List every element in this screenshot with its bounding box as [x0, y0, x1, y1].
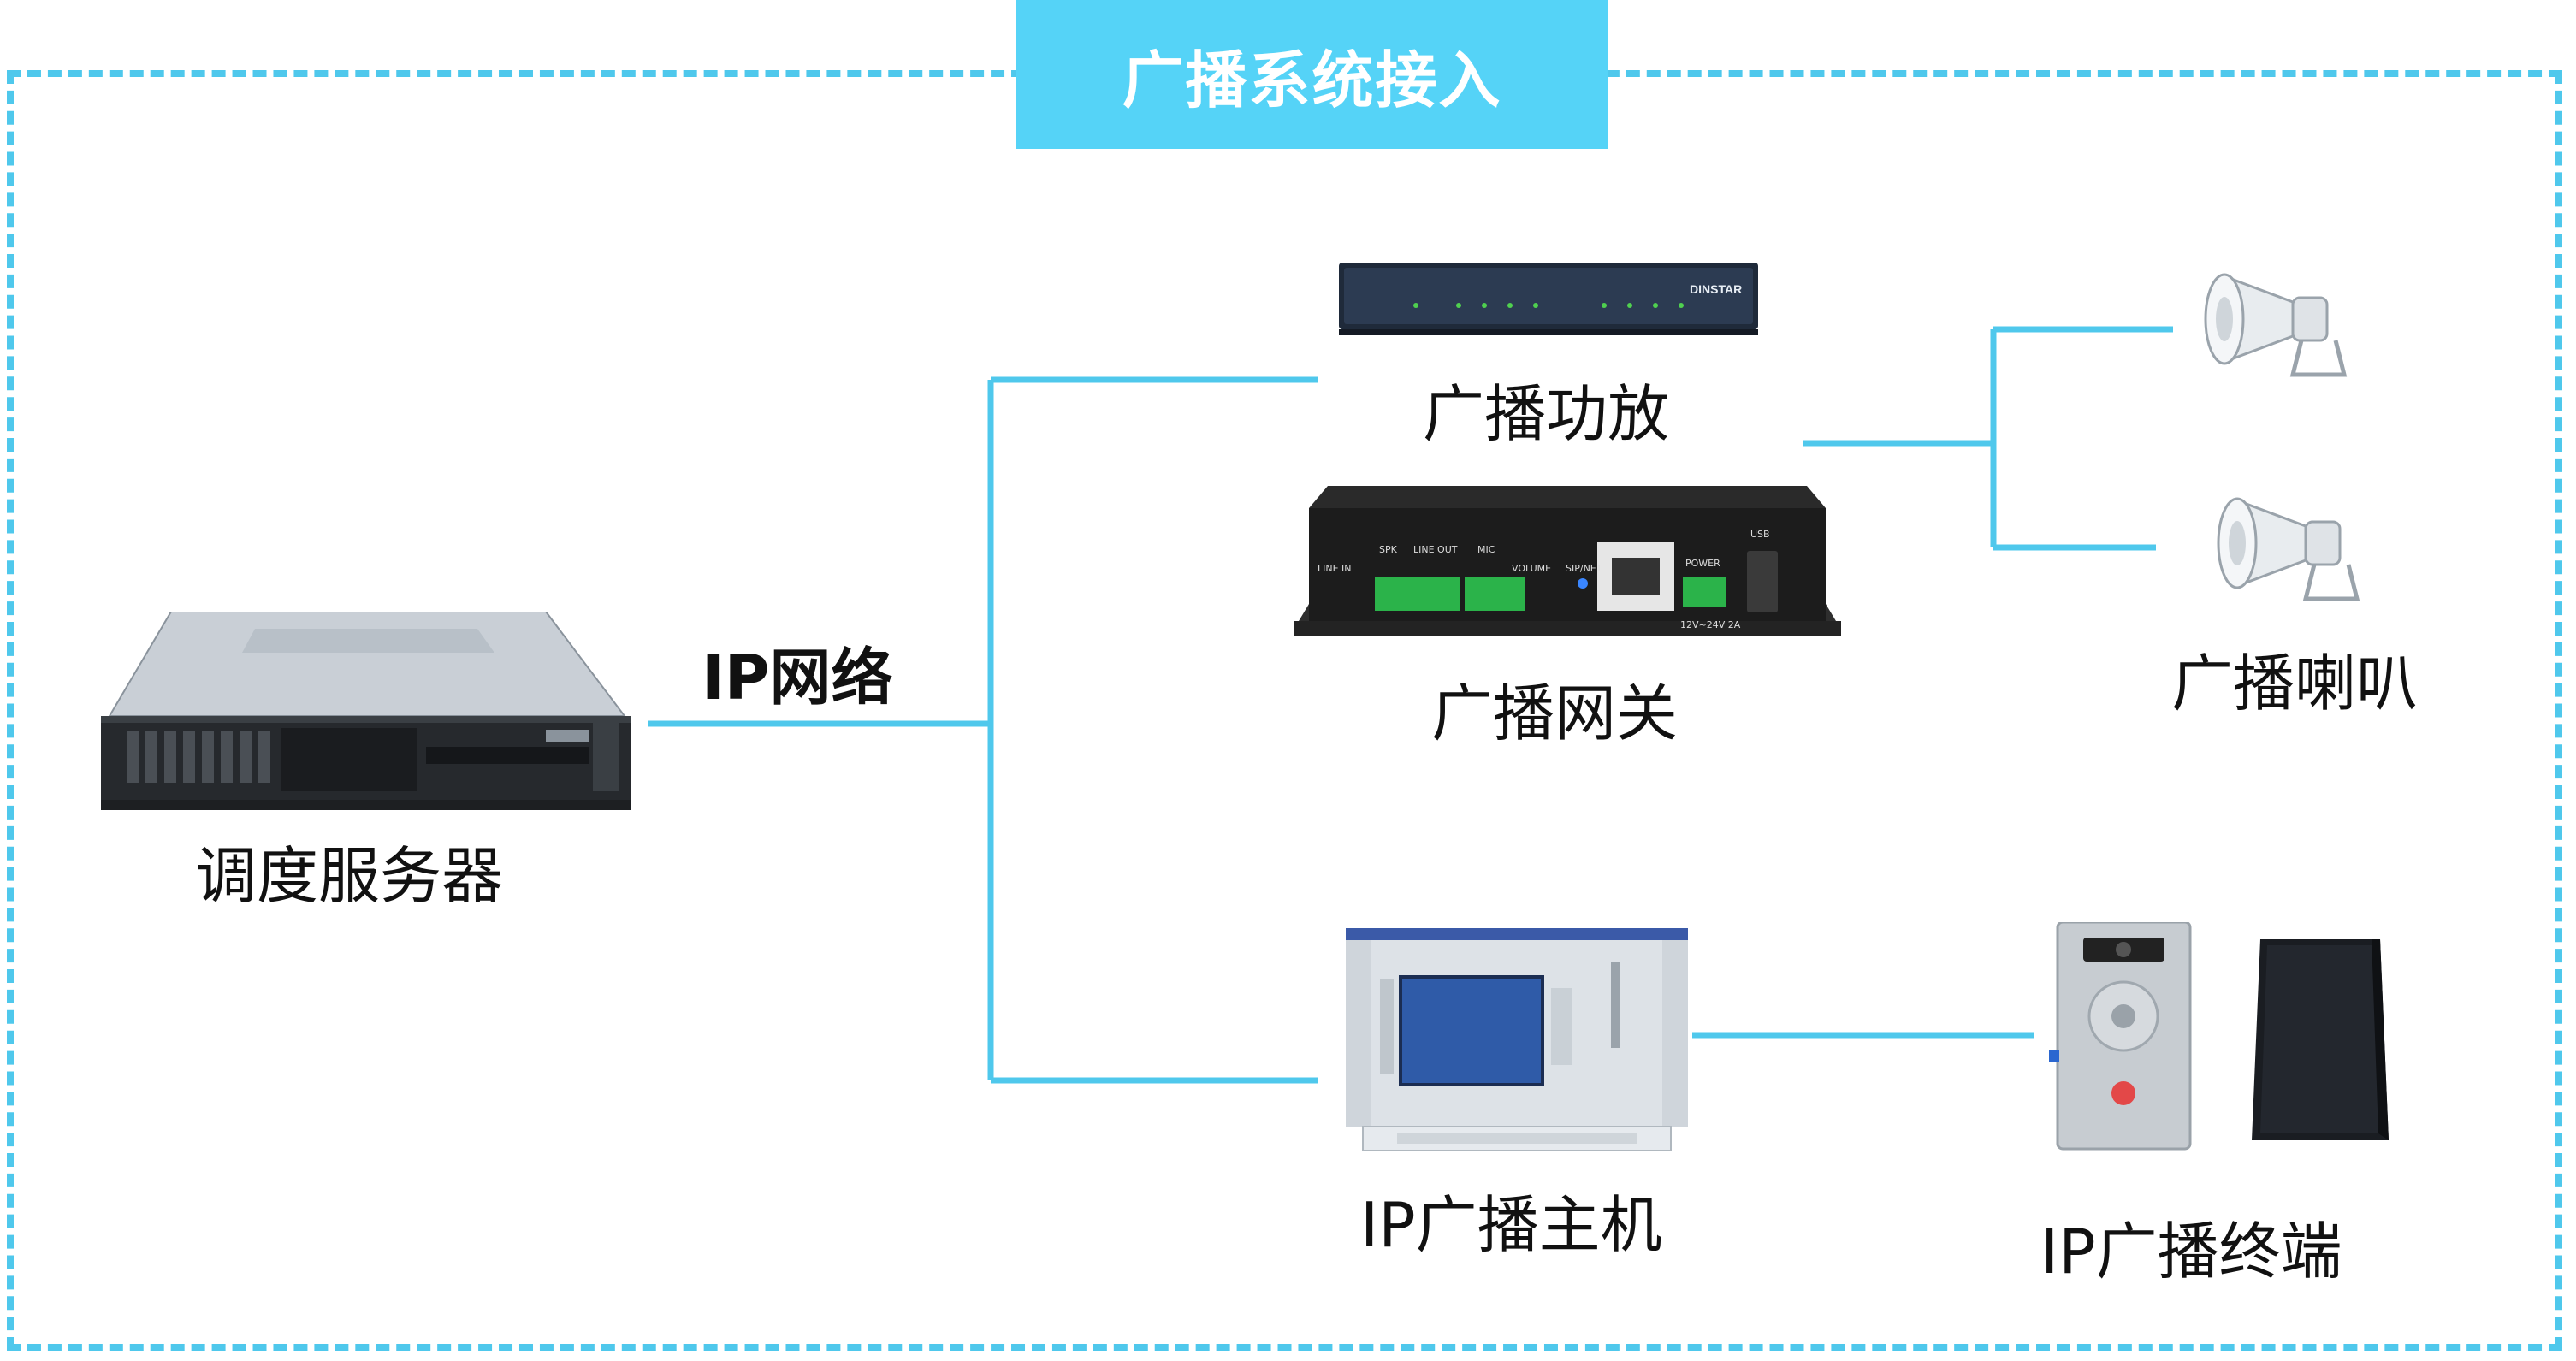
gateway-volume-text: VOLUME: [1512, 563, 1551, 574]
horn-speaker-bottom-icon: [2217, 497, 2360, 601]
title-banner: 广播系统接入: [1016, 0, 1608, 149]
gateway-voltage-text: 12V~24V 2A: [1680, 619, 1741, 630]
gateway-sipnet-text: SIP/NET: [1566, 563, 1602, 574]
label-terminal: IP广播终端: [2040, 1216, 2342, 1287]
gateway-mic-text: MIC: [1477, 544, 1495, 555]
label-server: 调度服务器: [195, 840, 504, 912]
diagram-title: 广播系统接入: [1122, 44, 1502, 116]
cabinet-speaker-icon: [2252, 939, 2389, 1140]
label-gateway: 广播网关: [1431, 678, 1679, 749]
gateway-usb-text: USB: [1750, 529, 1770, 540]
gateway-line-in-text: LINE IN: [1318, 563, 1352, 574]
gateway-power-text: POWER: [1685, 558, 1720, 569]
server-icon: [101, 612, 631, 810]
label-host: IP广播主机: [1360, 1189, 1662, 1261]
label-speakers: 广播喇叭: [2171, 648, 2419, 719]
horn-speaker-top-icon: [2204, 273, 2348, 377]
gateway-spk-text: SPK: [1379, 544, 1398, 555]
gateway-line-out-text: LINE OUT: [1413, 544, 1458, 555]
ip-broadcast-host-icon: [1346, 928, 1688, 1151]
amplifier-brand-text: DINSTAR: [1690, 282, 1742, 296]
amplifier-device-icon: DINSTAR: [1339, 263, 1758, 335]
label-ip-network: IP网络: [702, 642, 893, 713]
intercom-panel-icon: [2049, 922, 2192, 1151]
gateway-device-icon: LINE IN SPK LINE OUT MIC VOLUME SIP/NET …: [1294, 486, 1841, 636]
label-amplifier: 广播功放: [1423, 378, 1670, 450]
